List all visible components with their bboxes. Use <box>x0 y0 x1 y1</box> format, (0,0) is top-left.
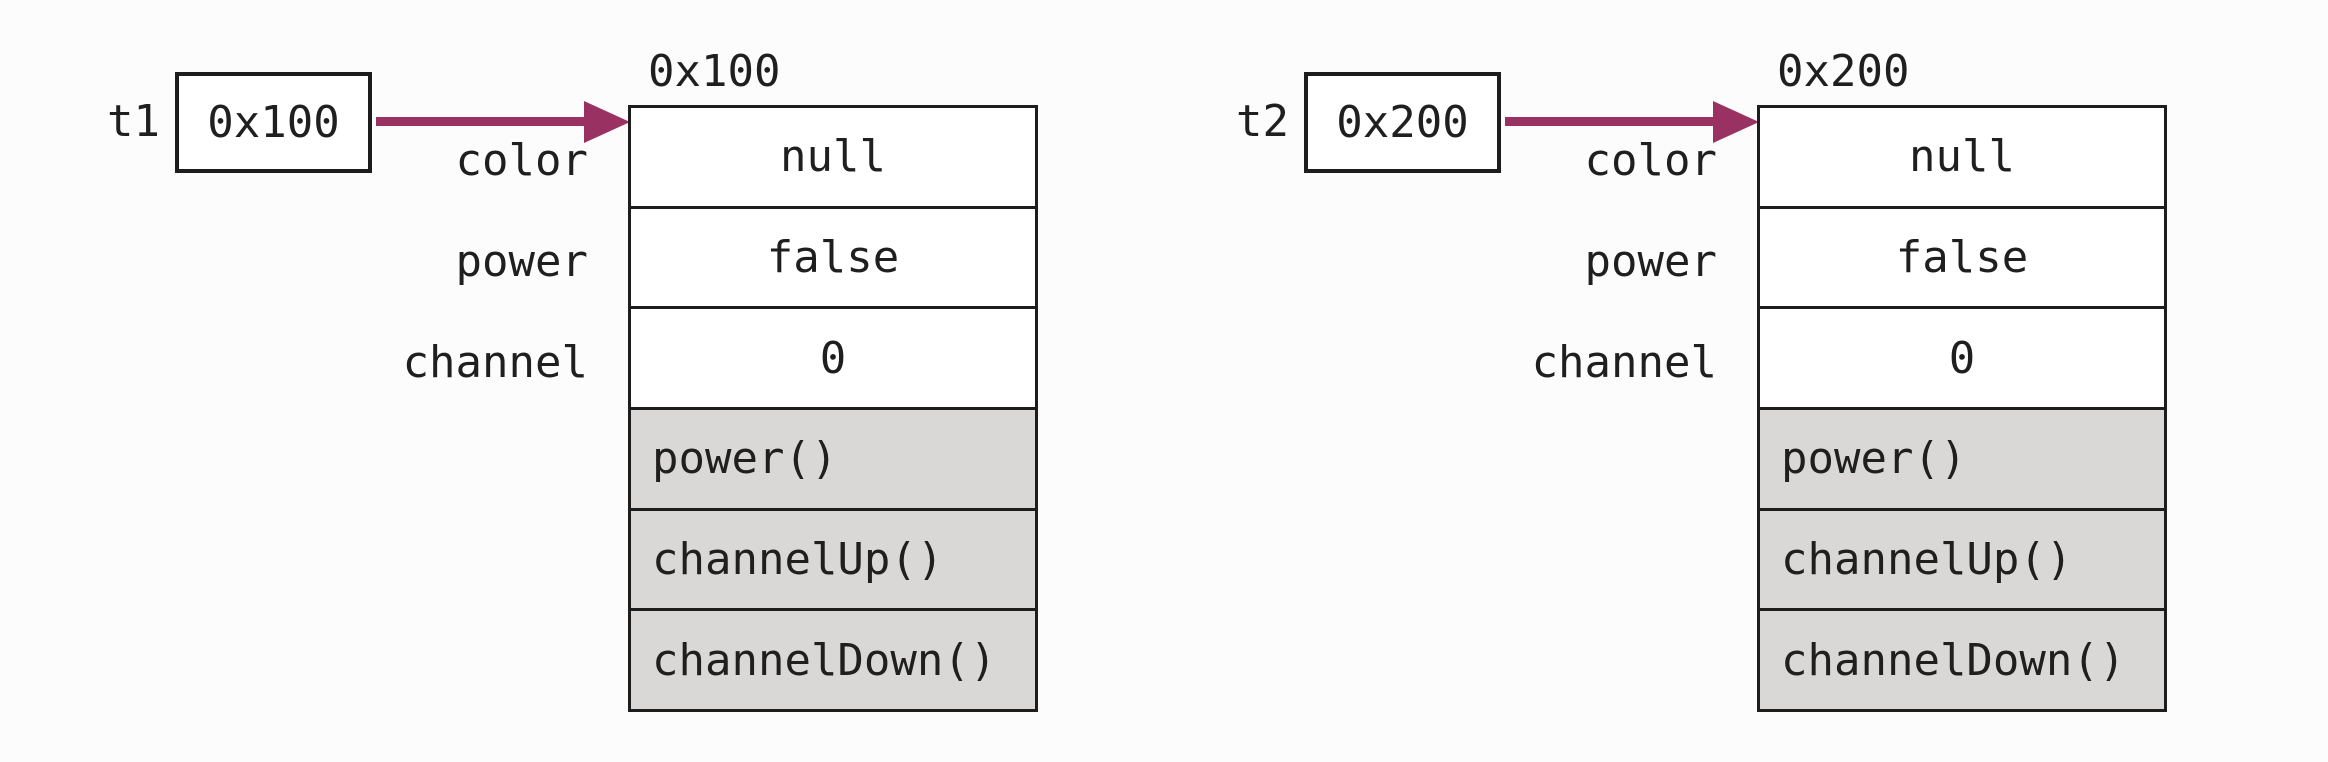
field-value-channel: 0 <box>819 332 847 384</box>
field-value-row: false <box>1760 205 2164 307</box>
method-row: power() <box>1760 407 2164 508</box>
field-value-channel: 0 <box>1948 332 1976 384</box>
method-channeldown: channelDown() <box>652 634 997 686</box>
pointer-arrow-head-icon <box>584 101 630 143</box>
field-value-color: null <box>1909 131 2015 183</box>
method-channelup: channelUp() <box>652 534 944 586</box>
method-row: power() <box>631 407 1035 508</box>
reference-value: 0x100 <box>207 97 340 148</box>
method-channelup: channelUp() <box>1781 534 2073 586</box>
pointer-arrow-line <box>376 117 588 126</box>
field-name-power: power <box>455 236 588 287</box>
pointer-arrow-head-icon <box>1713 101 1759 143</box>
reference-value: 0x200 <box>1336 97 1469 148</box>
field-value-row: null <box>631 108 1035 206</box>
method-power: power() <box>652 433 838 485</box>
field-value-row: 0 <box>631 306 1035 407</box>
object-table-0x200: null false 0 power() channelUp() channel… <box>1757 105 2167 712</box>
method-channeldown: channelDown() <box>1781 634 2126 686</box>
object-address-label: 0x100 <box>648 46 781 97</box>
method-row: channelUp() <box>1760 507 2164 609</box>
object-table-0x100: null false 0 power() channelUp() channel… <box>628 105 1038 712</box>
field-value-row: null <box>1760 108 2164 206</box>
field-name-power: power <box>1584 236 1717 287</box>
reference-box-t2: 0x200 <box>1304 72 1501 173</box>
field-name-color: color <box>1584 135 1717 186</box>
field-value-row: false <box>631 205 1035 307</box>
pointer-arrow-line <box>1505 117 1717 126</box>
field-value-color: null <box>780 131 886 183</box>
object-address-label: 0x200 <box>1777 46 1910 97</box>
method-power: power() <box>1781 433 1967 485</box>
reference-name-t2: t2 <box>1236 96 1289 147</box>
method-row: channelDown() <box>631 608 1035 710</box>
field-value-power: false <box>1895 232 2029 283</box>
method-row: channelUp() <box>631 507 1035 609</box>
field-name-column: color power channel <box>200 105 588 408</box>
field-name-column: color power channel <box>1329 105 1717 408</box>
field-value-power: false <box>766 232 900 283</box>
method-row: channelDown() <box>1760 608 2164 710</box>
reference-box-t1: 0x100 <box>175 72 372 173</box>
field-value-row: 0 <box>1760 306 2164 407</box>
field-name-color: color <box>455 135 588 186</box>
field-name-channel: channel <box>402 337 588 388</box>
field-name-channel: channel <box>1531 337 1717 388</box>
reference-name-t1: t1 <box>107 96 160 147</box>
